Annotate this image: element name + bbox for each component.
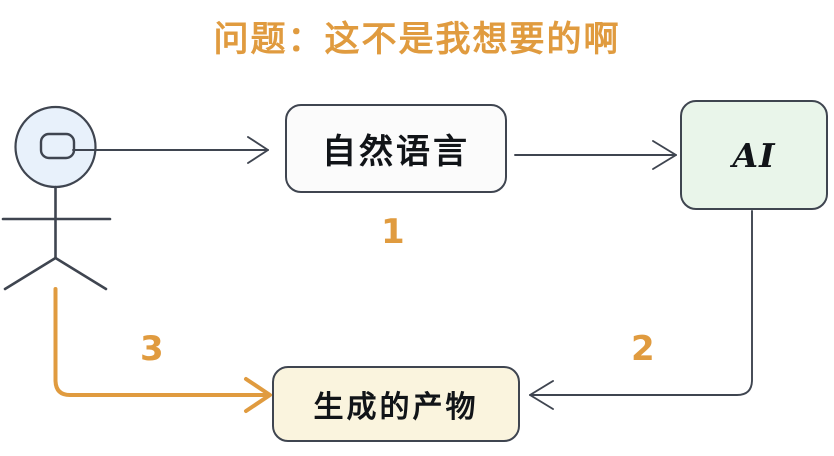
user-left-leg-line [3,256,57,291]
stick-figure-user [1,105,112,291]
edge-output-to-user [53,287,272,413]
node-natural-language-label: 自然语言 [322,132,470,172]
page-title: 问题：这不是我想要的啊 [213,20,621,60]
node-output[interactable]: 生成的产物 [272,366,520,442]
step-number-1: 1 [381,212,405,252]
node-ai-label: AI [732,135,776,175]
step-number-2: 2 [631,329,655,369]
step-number-3: 3 [140,329,164,369]
rounded-rect-icon [39,132,76,160]
user-right-leg-line [54,256,108,291]
edge-user-to-natural-language [72,136,269,164]
edge-ai-to-output [529,210,753,410]
node-output-label: 生成的产物 [313,390,479,425]
node-natural-language[interactable]: 自然语言 [285,104,507,193]
edge-natural-language-to-ai [514,140,677,170]
node-ai[interactable]: AI [680,100,828,210]
